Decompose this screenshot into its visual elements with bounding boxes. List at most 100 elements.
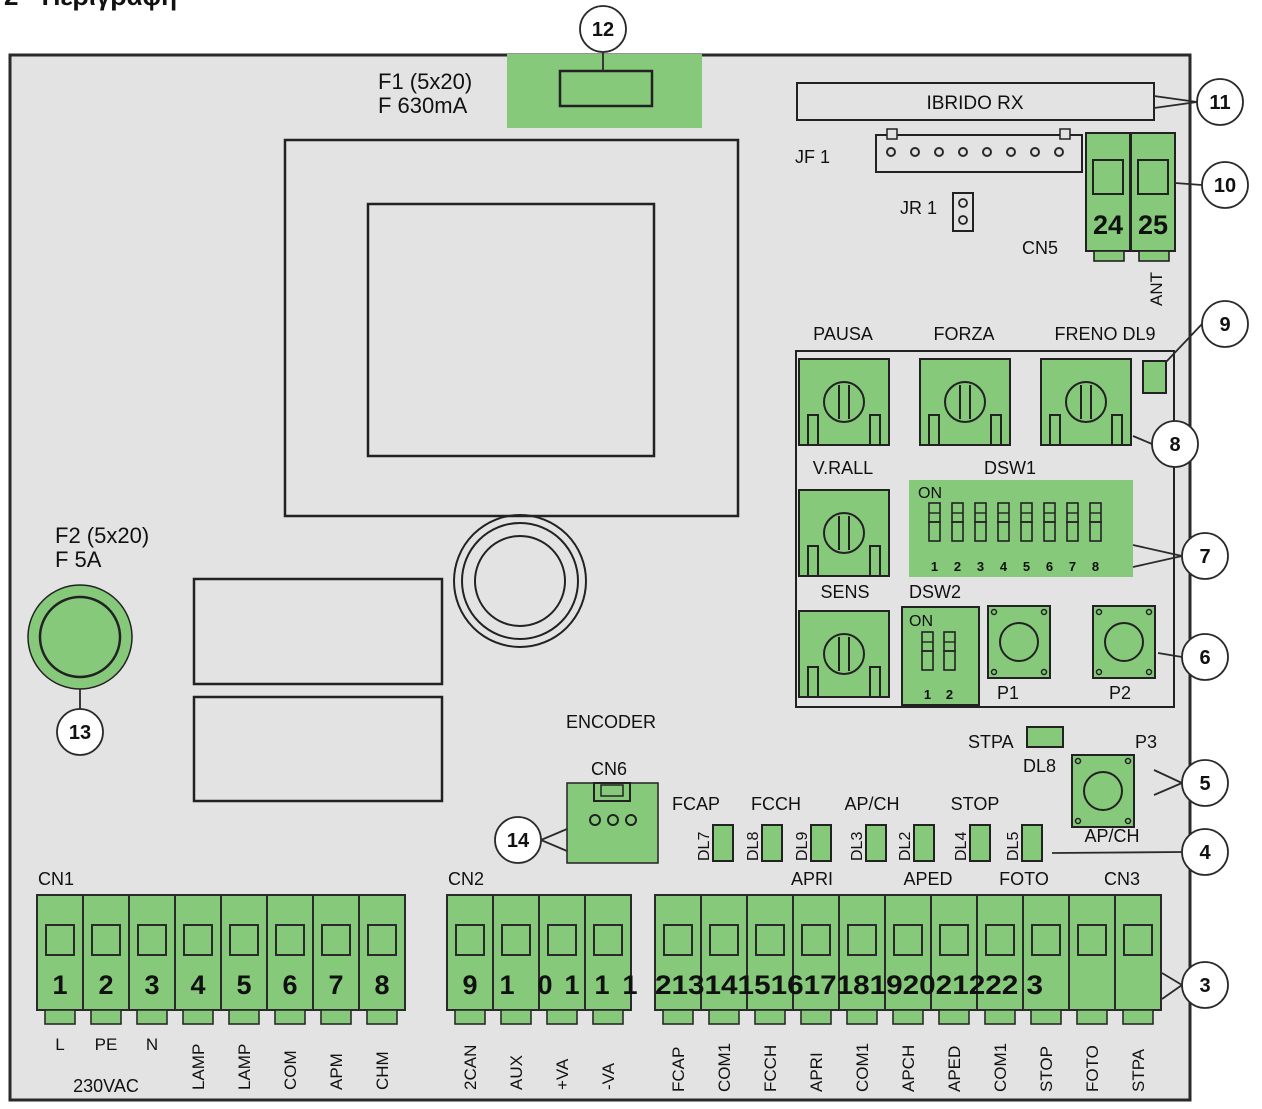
svg-text:13: 13 [69,722,91,744]
led-dl8-stpa [1026,726,1064,748]
terminal-foot [708,1009,740,1025]
dsw1-number: 7 [1069,559,1076,574]
callout-13: 13 [56,689,104,756]
jr1-jumper [952,192,974,232]
cn2-caption: AUX [507,1055,526,1090]
led-label: DL2 [897,832,914,861]
terminal-screw [275,924,305,956]
fuse-f2-current: F 5A [55,547,102,572]
jr1-label: JR 1 [900,198,937,218]
terminal-screw [1031,924,1061,956]
cn3-top-label: APRI [791,869,833,889]
trimmer-vrall[interactable] [798,489,890,577]
terminal-foot [754,1009,786,1025]
trimmer-freno[interactable] [1040,358,1132,446]
callout-8: 8 [1132,420,1199,468]
terminal [312,894,360,1011]
cn2-caption: -VA [599,1062,618,1090]
cn1-terminal-number: 2 [98,970,113,1000]
jf1-pin [1054,147,1064,157]
svg-text:6: 6 [1199,647,1210,669]
callout-6: 6 [1157,633,1229,681]
led-dl5 [1021,824,1043,862]
led-label: DL5 [1005,832,1022,861]
terminal-screw [367,924,397,956]
terminal-screw [229,924,259,956]
settings-panel [795,350,1175,708]
terminal [1068,894,1116,1011]
button-p1[interactable] [987,605,1051,679]
cn1-caption: L [55,1035,64,1054]
terminal-foot [546,1009,578,1025]
cn1-caption: APM [327,1053,346,1090]
jf1-pin [934,147,944,157]
cn2-label: CN2 [448,869,484,889]
svg-text:8: 8 [1169,434,1180,456]
cn2-terminal-number: 1 [499,970,514,1000]
cn2-terminal-block: 91011112CANAUX+VA-VA [446,894,668,1090]
cn1-terminal-number: 7 [328,970,343,1000]
terminal-foot [984,1009,1016,1025]
terminal-screw [321,924,351,956]
terminal-foot [592,1009,624,1025]
dsw2-switch-block [901,606,980,706]
fuse-f1 [558,69,654,108]
terminal-screw [593,924,623,956]
jf1-pins [886,147,1064,157]
cn3-caption: COM1 [853,1043,872,1092]
cn2-terminal-number: 9 [462,970,477,1000]
stpa-label: STPA [968,732,1014,752]
cn1-caption: PE [95,1035,118,1054]
jf1-label: JF 1 [795,147,830,167]
trimmer-pausa[interactable] [798,358,890,446]
terminal-foot [892,1009,924,1025]
cn3-caption: COM1 [715,1043,734,1092]
trimmer-sens[interactable] [798,610,890,698]
cn1-caption: N [146,1035,158,1054]
dsw1-number: 1 [931,559,938,574]
trimmer-forza[interactable] [919,358,1011,446]
cn1-terminal-number: 6 [282,970,297,1000]
cn1-caption: CHM [373,1051,392,1090]
led-group-label: AP/CH [844,794,899,814]
callout-14: 14 [494,816,568,864]
terminal [976,894,1024,1011]
terminal-screw [137,924,167,956]
terminal-foot [846,1009,878,1025]
trimmer-sens-label: SENS [820,582,869,602]
terminal-foot [44,1009,76,1025]
terminal-screw [801,924,831,956]
terminal [220,894,268,1011]
cn2-terminal-number: 1 [564,970,579,1000]
terminal-screw [547,924,577,956]
terminal [1114,894,1162,1011]
jf1-pin [982,147,992,157]
terminal-screw [183,924,213,956]
trimmer-pausa-label: PAUSA [813,324,873,344]
terminal-foot [136,1009,168,1025]
button-p2[interactable] [1092,605,1156,679]
callout-9: 9 [1165,300,1249,363]
relay-2 [192,695,444,803]
cn5-terminal-25: 25 [1138,210,1168,240]
terminal [792,894,840,1011]
terminal-screw [939,924,969,956]
receiver-label: IBRIDO RX [926,93,1023,114]
cn1-terminal-number: 1 [52,970,67,1000]
terminal [700,894,748,1011]
cn1-terminal-number: 3 [144,970,159,1000]
cn3-top-label: APED [903,869,952,889]
cn2-terminal-number: 1 [622,970,637,1000]
cn1-terminal-number: 5 [236,970,251,1000]
led-group-label: FCAP [672,794,720,814]
cn1-caption: LAMP [189,1044,208,1090]
terminal-foot [938,1009,970,1025]
terminal-foot [228,1009,260,1025]
button-p3[interactable] [1071,754,1135,828]
cn3-caption: APED [945,1046,964,1092]
